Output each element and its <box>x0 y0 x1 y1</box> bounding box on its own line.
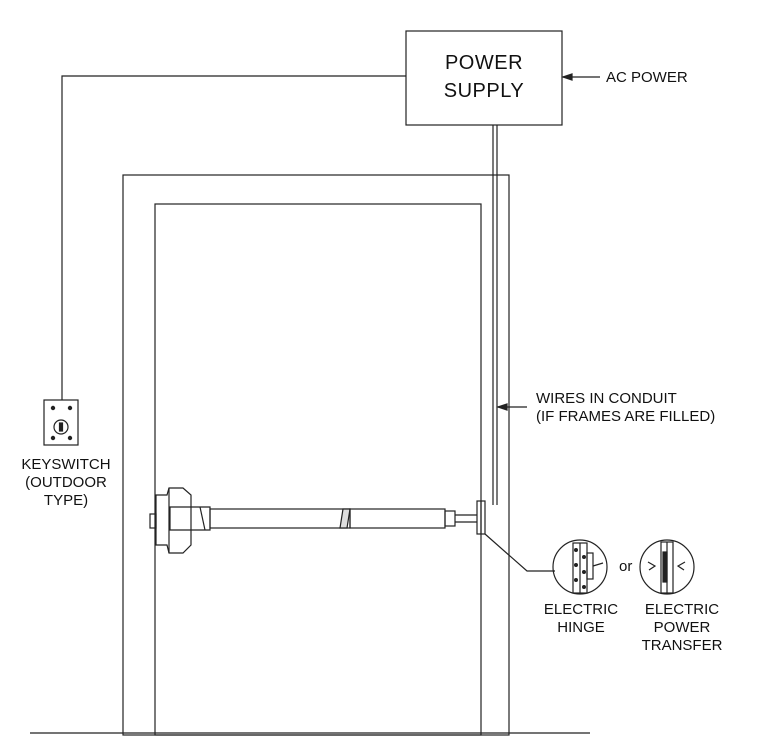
keyswitch-line3: TYPE) <box>43 492 89 509</box>
keyswitch-wire <box>61 75 406 400</box>
conduit-wire <box>492 125 498 505</box>
ac-power-label: AC POWER <box>606 69 688 86</box>
power-supply-title: POWER SUPPLY <box>406 49 562 105</box>
device-leader-line <box>484 533 555 572</box>
keyswitch-label: KEYSWITCH (OUTDOOR TYPE) <box>13 456 119 510</box>
door <box>154 203 482 736</box>
exit-device <box>149 487 477 554</box>
wires-label-arrow <box>496 403 527 411</box>
electric-power-transfer-label: ELECTRIC POWER TRANSFER <box>632 601 732 655</box>
power-supply-box <box>405 30 563 126</box>
keyswitch-line1: KEYSWITCH <box>21 456 111 473</box>
door-frame <box>122 174 510 736</box>
ac-power-arrow <box>561 73 600 81</box>
keyswitch-device <box>43 399 79 446</box>
electric-hinge-line2: HINGE <box>557 619 605 636</box>
ept-line1: ELECTRIC <box>644 601 720 618</box>
electric-hinge-line1: ELECTRIC <box>543 601 619 618</box>
electric-hinge-icon <box>552 539 608 595</box>
or-label: or <box>619 558 633 575</box>
frame-connector <box>476 500 486 535</box>
electric-power-transfer-icon <box>639 539 695 595</box>
wires-label-line2: (IF FRAMES ARE FILLED) <box>536 408 716 425</box>
wires-in-conduit-label: WIRES IN CONDUIT (IF FRAMES ARE FILLED) <box>536 390 715 426</box>
ept-line3: TRANSFER <box>641 637 723 654</box>
electric-hinge-label: ELECTRIC HINGE <box>538 601 624 637</box>
power-supply-line1: POWER <box>444 52 524 74</box>
power-supply-line2: SUPPLY <box>443 80 525 102</box>
wires-label-line1: WIRES IN CONDUIT <box>536 390 677 407</box>
ept-line2: POWER <box>653 619 711 636</box>
keyswitch-line2: (OUTDOOR <box>25 474 107 491</box>
